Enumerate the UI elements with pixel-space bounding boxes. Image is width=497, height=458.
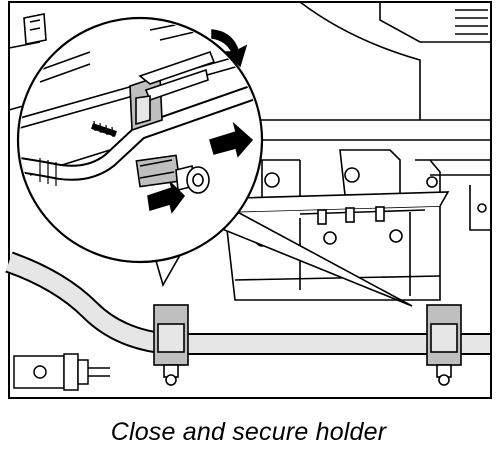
diagram-caption: Close and secure holder — [110, 418, 387, 446]
mounting-bracket — [224, 191, 450, 301]
rotate-arrow-icon — [211, 29, 248, 68]
pipe-fitting — [13, 353, 110, 391]
vehicle-chassis — [8, 1, 490, 231]
pipe-holder-right — [426, 304, 462, 386]
pipe — [5, 251, 490, 355]
pipe-holder-left — [153, 304, 189, 386]
push-arrow-icon — [147, 121, 254, 214]
magnify-callout-icon — [16, 16, 413, 307]
